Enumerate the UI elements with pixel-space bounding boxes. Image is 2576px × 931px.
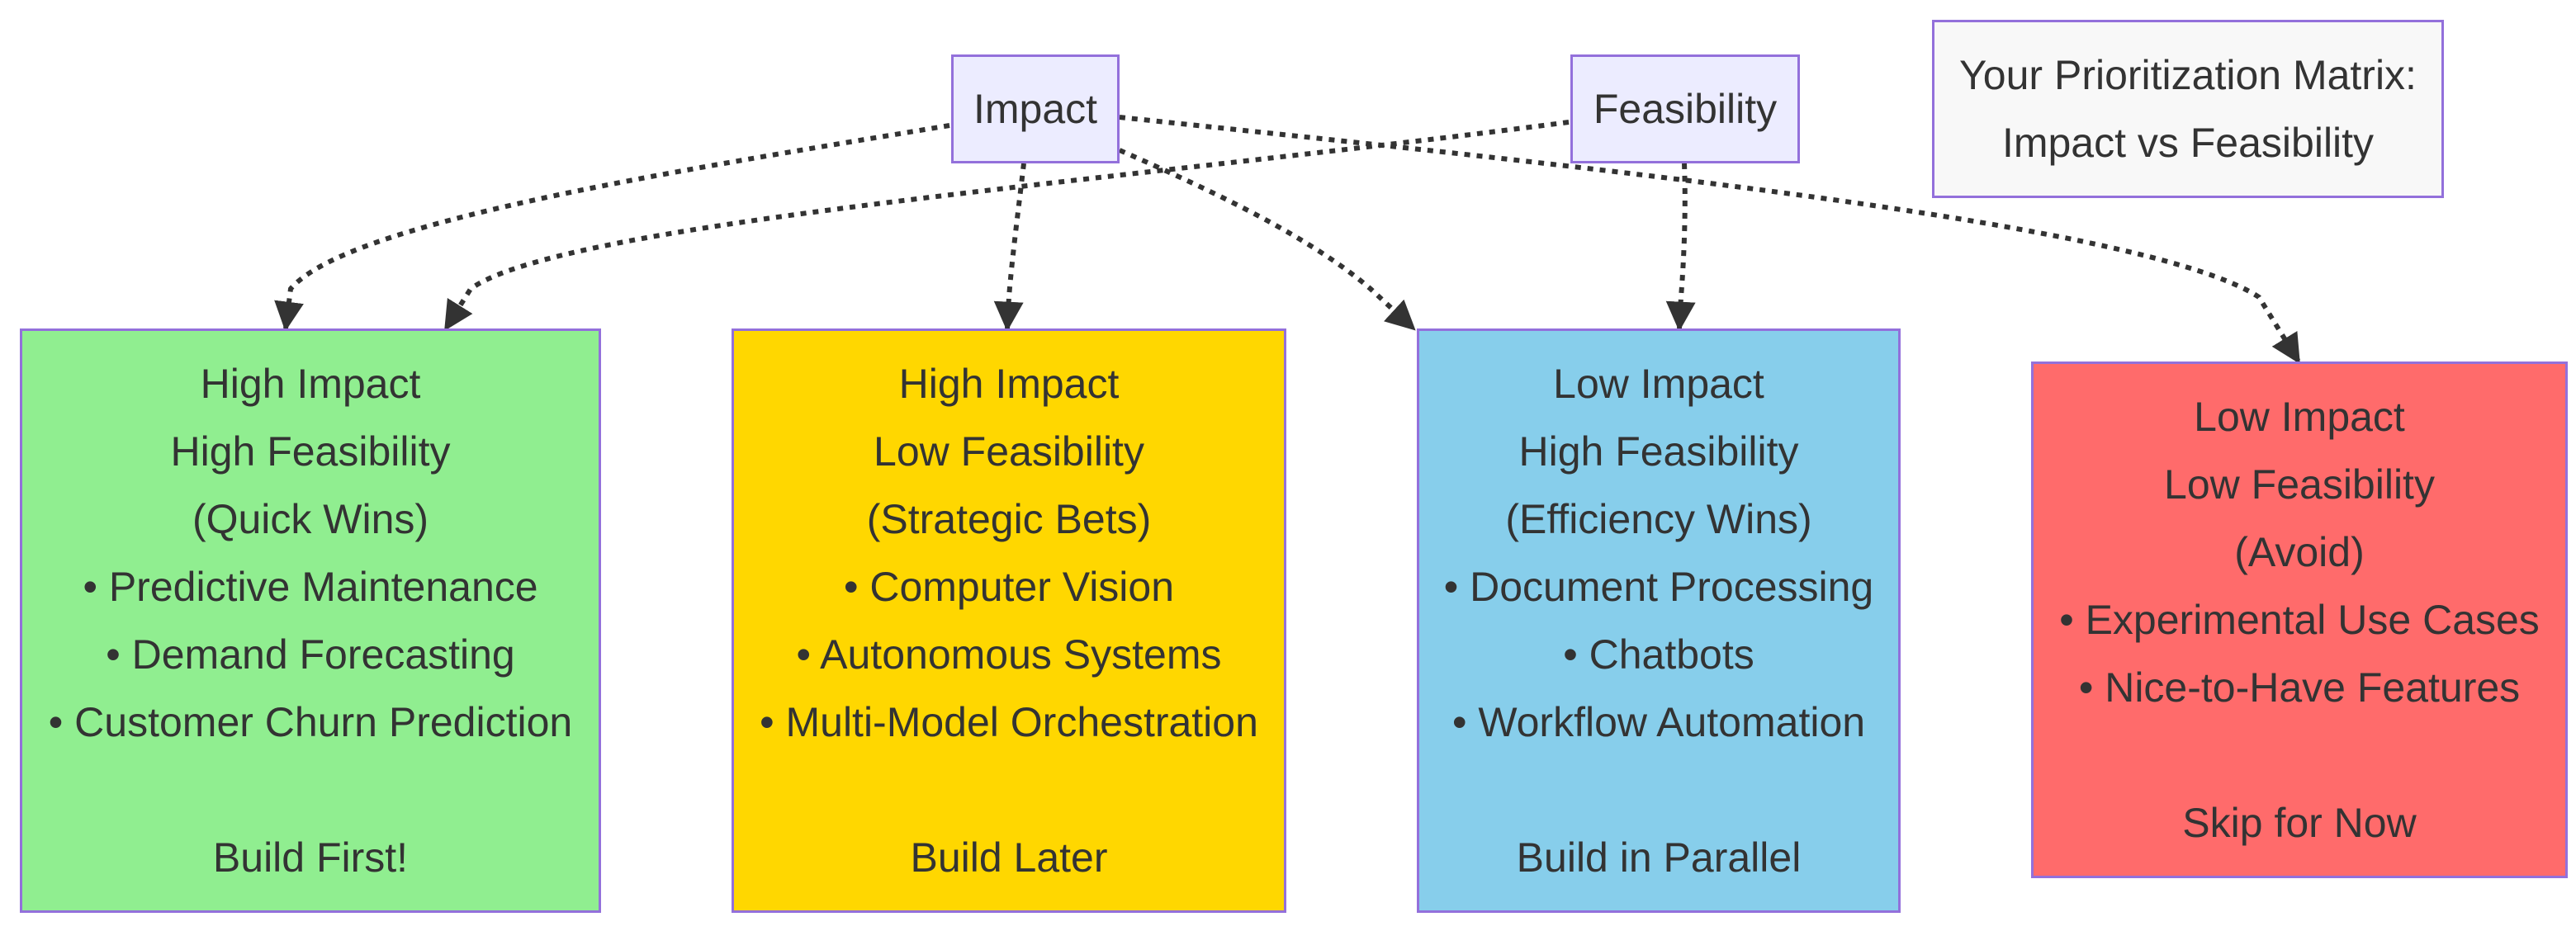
efficiency-wins-line: (Efficiency Wins) [1505,496,1812,542]
edge-impact-to-avoid [1119,115,2301,365]
efficiency-wins-line: Low Impact [1553,361,1764,407]
matrix-title-line-2: Impact vs Feasibility [2001,120,2375,166]
quick-wins-box: High Impact High Feasibility (Quick Wins… [20,328,601,913]
efficiency-wins-line: High Feasibility [1518,428,1799,475]
impact-node-label: Impact [973,86,1098,132]
quick-wins-item: • Demand Forecasting [106,631,515,678]
avoid-box: Low Impact Low Feasibility (Avoid) • Exp… [2031,362,2568,878]
impact-node: Impact [951,54,1120,163]
feasibility-node: Feasibility [1570,54,1800,163]
edge-feasibility-to-efficiency-wins [1665,163,1696,332]
efficiency-wins-box: Low Impact High Feasibility (Efficiency … [1417,328,1901,913]
edge-impact-to-quick-wins [274,123,950,332]
edge-feasibility-to-quick-wins [443,120,1570,332]
avoid-line: Low Feasibility [2164,461,2435,508]
avoid-action: Skip for Now [2182,800,2417,846]
strategic-bets-item: • Computer Vision [843,564,1175,610]
quick-wins-line: (Quick Wins) [192,496,429,542]
avoid-line: Low Impact [2194,394,2405,440]
strategic-bets-line: High Impact [898,361,1120,407]
edge-impact-to-strategic-bets [993,163,1026,332]
efficiency-wins-item: • Chatbots [1563,631,1754,678]
feasibility-node-label: Feasibility [1593,86,1778,132]
quick-wins-line: High Impact [200,361,421,407]
strategic-bets-line: (Strategic Bets) [866,496,1152,542]
matrix-title-note: Your Prioritization Matrix: Impact vs Fe… [1932,20,2444,198]
edge-impact-to-efficiency-wins [1118,148,1416,331]
avoid-item: • Nice-to-Have Features [2078,664,2521,711]
quick-wins-item: • Predictive Maintenance [83,564,538,610]
avoid-line: (Avoid) [2234,529,2365,575]
matrix-title-line-1: Your Prioritization Matrix: [1959,52,2417,98]
quick-wins-action: Build First! [212,834,409,881]
efficiency-wins-action: Build in Parallel [1516,834,1802,881]
efficiency-wins-item: • Document Processing [1443,564,1874,610]
quick-wins-item: • Customer Churn Prediction [48,699,573,745]
strategic-bets-item: • Multi-Model Orchestration [760,699,1258,745]
strategic-bets-box: High Impact Low Feasibility (Strategic B… [732,328,1286,913]
strategic-bets-line: Low Feasibility [874,428,1144,475]
strategic-bets-item: • Autonomous Systems [796,631,1222,678]
avoid-item: • Experimental Use Cases [2059,597,2540,643]
efficiency-wins-item: • Workflow Automation [1451,699,1866,745]
strategic-bets-action: Build Later [910,834,1108,881]
quick-wins-line: High Feasibility [170,428,451,475]
